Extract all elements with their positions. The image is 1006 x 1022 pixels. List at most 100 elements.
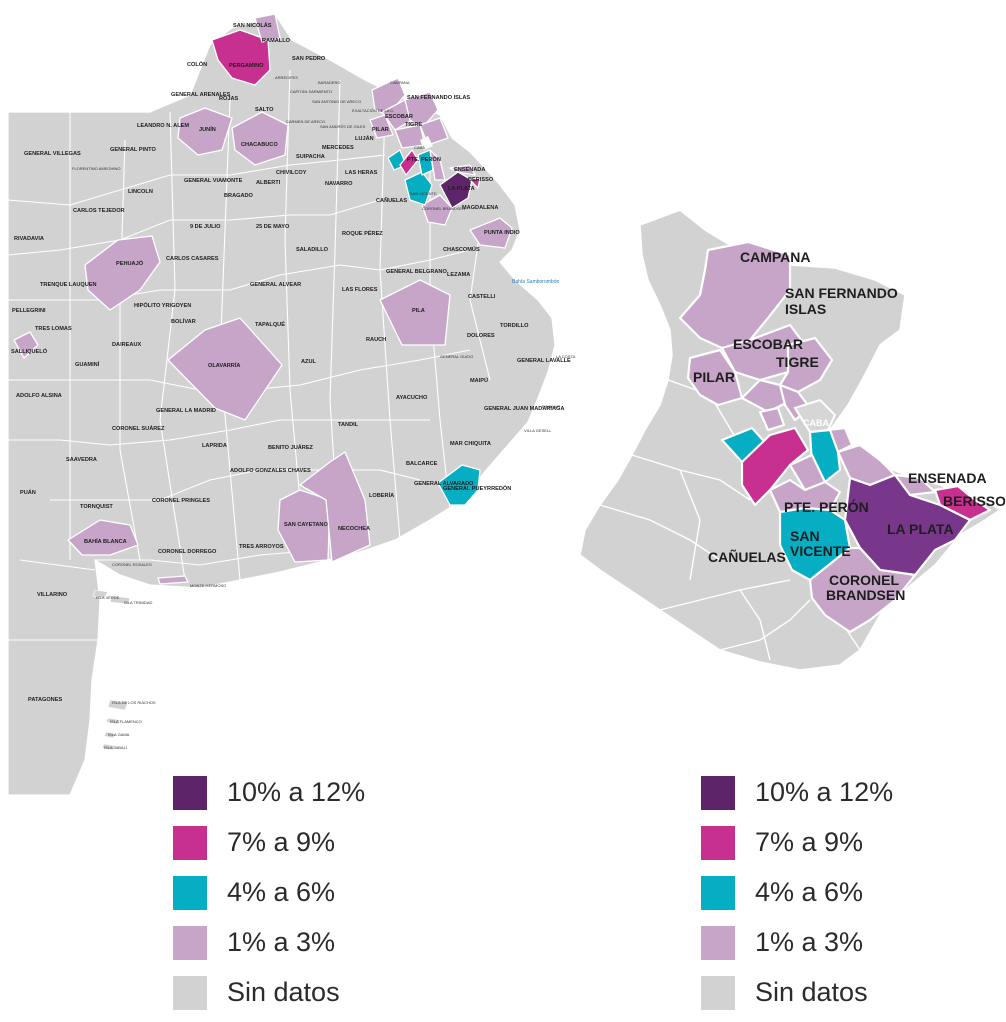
- municipality-tigre: [404, 91, 439, 129]
- label-roque-perez: ROQUE PÉREZ: [342, 229, 383, 237]
- amba-zoom-map: CAMPANA SAN FERNANDO ISLAS ESCOBAR TIGRE…: [579, 209, 1005, 670]
- label-pellegrini: PELLEGRINI: [12, 308, 46, 314]
- label-9-de-julio: 9 DE JULIO: [190, 224, 221, 230]
- label-san-fernando-islas: SAN FERNANDO ISLAS: [407, 95, 470, 101]
- label-loberia: LOBERÍA: [369, 491, 394, 499]
- municipality-chacabuco: [231, 111, 289, 166]
- municipality-san-nicolas: [254, 13, 281, 43]
- label-punta-indio: PUNTA INDIO: [484, 230, 520, 236]
- label-salto: SALTO: [255, 107, 274, 113]
- municipality-olavarria: [167, 317, 283, 421]
- label-dolores: DOLORES: [467, 333, 495, 339]
- legend-item: 1% a 3%: [173, 922, 393, 972]
- zoom-label-escobar: ESCOBAR: [733, 336, 803, 352]
- label-azul: AZUL: [301, 359, 316, 365]
- municipality-san-vicente: [404, 171, 433, 206]
- legend-swatch-1-3: [701, 926, 735, 960]
- label-baradero: BARADERO: [318, 80, 340, 85]
- label-ramallo: RAMALLO: [262, 38, 291, 44]
- label-la-costa: LA COSTA: [556, 354, 576, 359]
- municipality-ensenada: [449, 164, 476, 176]
- label-hipolito-yrigoyen: HIPÓLITO YRIGOYEN: [134, 301, 191, 309]
- label-pehuajo: PEHUAJÓ: [116, 259, 144, 267]
- municipality-junin: [177, 107, 233, 156]
- zoom-label-pte-peron: PTE. PERÓN: [784, 498, 869, 515]
- province-labels: SAN NICOLÁS RAMALLO COLÓN PERGAMINO SAN …: [11, 22, 576, 750]
- label-pte-peron: PTE. PERÓN: [407, 155, 441, 163]
- municipality-caba: [420, 136, 433, 150]
- label-coronel-rosales: CORONEL ROSALES: [112, 562, 152, 567]
- label-coronel-brandsen: CORONEL BRANDSEN: [422, 206, 465, 211]
- legend-label: 7% a 9%: [755, 827, 864, 857]
- legend-item: 10% a 12%: [173, 772, 393, 822]
- label-capitan-sarmiento: CAPITÁN SARMIENTO: [290, 89, 332, 94]
- label-bragado: BRAGADO: [224, 193, 254, 199]
- label-rauch: RAUCH: [366, 337, 386, 343]
- label-villa-gesell: VILLA GESELL: [524, 428, 552, 433]
- label-tordillo: TORDILLO: [500, 323, 529, 329]
- label-chivilcoy: CHIVILCOY: [276, 170, 307, 176]
- label-general-juan-madariaga: GENERAL JUAN MADARIAGA: [484, 406, 564, 412]
- zoom-label-tigre: TIGRE: [776, 354, 819, 370]
- legend-swatch-7-9: [701, 826, 735, 860]
- island-gama: [103, 731, 117, 739]
- legend-label: 4% a 6%: [755, 877, 864, 907]
- label-isla-gama: ISLA GAMA: [108, 732, 130, 737]
- label-general-viamonte: GENERAL VIAMONTE: [184, 178, 243, 184]
- legend-swatch-7-9: [173, 826, 207, 860]
- label-tigre: TIGRE: [405, 122, 422, 128]
- legend-item: 1% a 3%: [701, 922, 921, 972]
- label-arrecifes: ARRECIFES: [275, 75, 298, 80]
- island-jabali: [101, 743, 117, 751]
- label-navarro: NAVARRO: [325, 181, 353, 187]
- municipality-necochea: [299, 451, 371, 563]
- label-san-antonio-de-areco: SAN ANTONIO DE ARECO: [312, 99, 361, 104]
- label-general-arenales: GENERAL ARENALES: [171, 92, 231, 98]
- island-de-los-riachos: [107, 699, 129, 711]
- label-saladillo: SALADILLO: [296, 247, 329, 253]
- label-tandil: TANDIL: [338, 422, 359, 428]
- zoom-label-san-vicente-1: SAN: [790, 528, 820, 544]
- label-villarino: VILLARINO: [37, 592, 68, 598]
- label-rivadavia: RIVADAVIA: [14, 236, 44, 242]
- legend-label: 10% a 12%: [755, 777, 894, 807]
- municipality-pila: [379, 279, 451, 346]
- municipality-coronel-brandsen: [421, 194, 453, 226]
- label-isla-verde: ISLA VERDE: [96, 595, 120, 600]
- legend-zoom: 10% a 12% 7% a 9% 4% a 6% 1% a 3% Sin da…: [701, 772, 921, 1022]
- label-san-pedro: SAN PEDRO: [292, 56, 326, 62]
- legend-item: 4% a 6%: [173, 872, 393, 922]
- label-bahia-samborombon: Bahía Samborombón: [512, 279, 559, 285]
- zoom-label-ensenada: ENSENADA: [908, 470, 987, 486]
- label-carlos-casares: CARLOS CASARES: [166, 256, 219, 262]
- label-rojas: ROJAS: [219, 96, 239, 102]
- island-verde: [92, 589, 109, 599]
- label-chascomus: CHASCOMÚS: [443, 246, 480, 253]
- label-san-andres-de-giles: SAN ANDRÉS DE GILES: [320, 124, 366, 129]
- legend-label: Sin datos: [755, 977, 868, 1007]
- label-general-pinto: GENERAL PINTO: [110, 147, 156, 153]
- label-general-alvarado: GENERAL ALVARADO: [414, 481, 474, 487]
- zoom-label-la-plata: LA PLATA: [887, 521, 954, 537]
- label-general-alvear: GENERAL ALVEAR: [250, 282, 301, 288]
- label-mercedes: MERCEDES: [322, 145, 354, 151]
- legend-label: 1% a 3%: [227, 927, 336, 957]
- label-san-cayetano: SAN CAYETANO: [284, 522, 328, 528]
- zoom-label-berisso: BERISSO: [943, 493, 1005, 509]
- legend-swatch-sin-datos: [701, 976, 735, 1010]
- label-tres-lomas: TRES LOMAS: [35, 326, 72, 332]
- zoom-municipality-pilar: [686, 348, 744, 407]
- province-map: SAN NICOLÁS RAMALLO COLÓN PERGAMINO SAN …: [7, 13, 576, 796]
- municipality-esteban-echeverria: [399, 149, 419, 176]
- label-monte-hermoso: MONTE HERMOSO: [190, 583, 226, 588]
- coastal-islands: [92, 589, 131, 751]
- label-junin: JUNÍN: [199, 125, 216, 133]
- label-25-de-mayo: 25 DE MAYO: [256, 224, 290, 230]
- label-balcarce: BALCARCE: [406, 461, 438, 467]
- label-adolfo-gonzales-chaves: ADOLFO GONZALES CHAVES: [230, 468, 311, 474]
- label-colon: COLÓN: [187, 60, 207, 68]
- municipality-general-pueyrredon: [437, 464, 481, 506]
- label-leandro-n-alem: LEANDRO N. ALEM: [137, 123, 189, 129]
- label-isla-trinidad: ISLA TRINIDAD: [124, 600, 152, 605]
- label-tres-arroyos: TRES ARROYOS: [239, 544, 284, 550]
